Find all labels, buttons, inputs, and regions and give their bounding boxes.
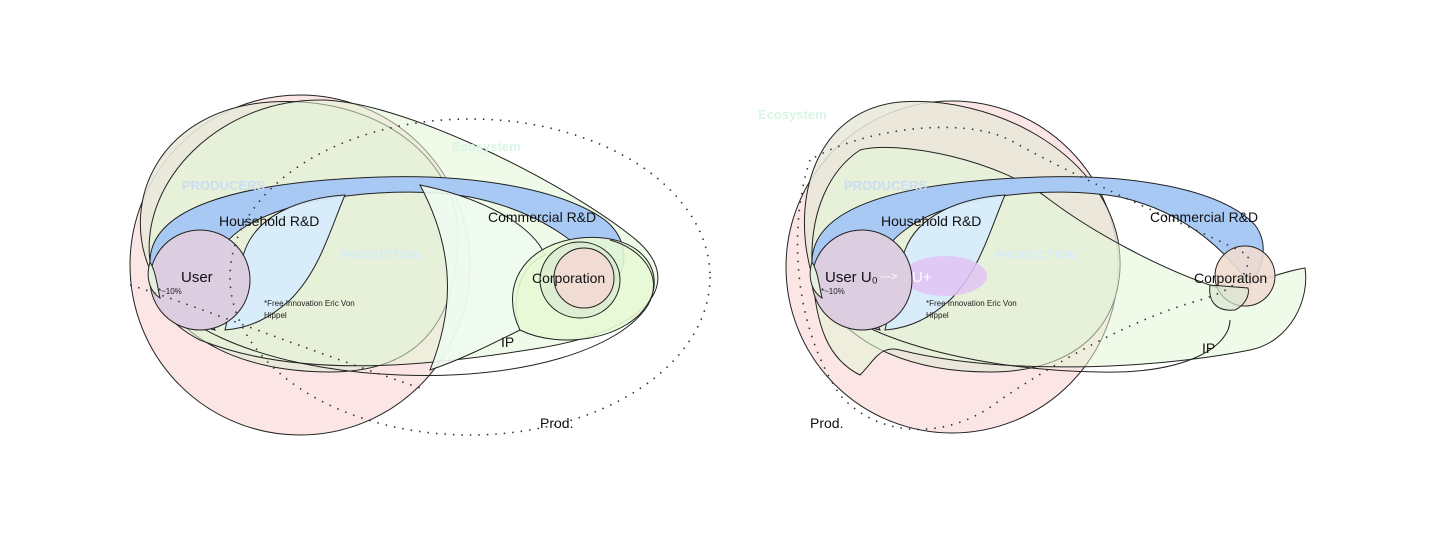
right-ip-label: IP [1202, 340, 1215, 356]
left-note-line2: Hippel [264, 311, 287, 320]
right-corp-tail [1209, 284, 1249, 311]
left-commercial-rd-label: Commercial R&D [488, 209, 596, 225]
left-user-notch [147, 260, 161, 300]
right-note-line2: Hippel [926, 311, 949, 320]
right-producers-label: PRODUCERS [844, 178, 927, 193]
left-ecosystem-label: Ecosystem [452, 139, 521, 154]
right-diagram: Ecosystem PRODUCERS PRODUCTION Household… [758, 100, 1307, 434]
right-ecosystem-label: Ecosystem [758, 107, 827, 122]
left-household-rd-label: Household R&D [219, 213, 319, 229]
right-commercial-rd-label: Commercial R&D [1150, 209, 1258, 225]
left-dotted-production [229, 118, 711, 436]
left-ip-label: IP [501, 334, 514, 350]
right-note-line1: *Free Innovation Eric Von [926, 299, 1017, 308]
right-uplus-label: U+ [912, 269, 932, 286]
right-household-rd-label: Household R&D [881, 213, 981, 229]
left-user-label: User [181, 269, 213, 286]
right-prod-label: Prod. [810, 415, 843, 431]
right-corporation-label: Corporation [1194, 270, 1267, 286]
right-user-label: User U₀ [825, 269, 878, 286]
right-uplus-blob [903, 256, 987, 296]
left-diagram: Ecosystem PRODUCERS PRODUCTION Household… [129, 94, 711, 436]
left-production-faint-label: PRODUCTION [340, 248, 421, 262]
right-user-notch [809, 260, 823, 300]
left-note-line1: *Free Innovation Eric Von [264, 299, 355, 308]
right-production-faint-label: PRODUCTION [995, 248, 1076, 262]
right-arrow: ---> [880, 271, 897, 283]
left-prod-label: Prod. [540, 415, 573, 431]
left-corporation-label: Corporation [532, 270, 605, 286]
left-corporation-circle [553, 247, 615, 309]
left-user-pct-label: *~10% [158, 287, 182, 296]
left-producers-label: PRODUCERS [182, 178, 265, 193]
right-user-pct-label: *~10% [821, 287, 845, 296]
